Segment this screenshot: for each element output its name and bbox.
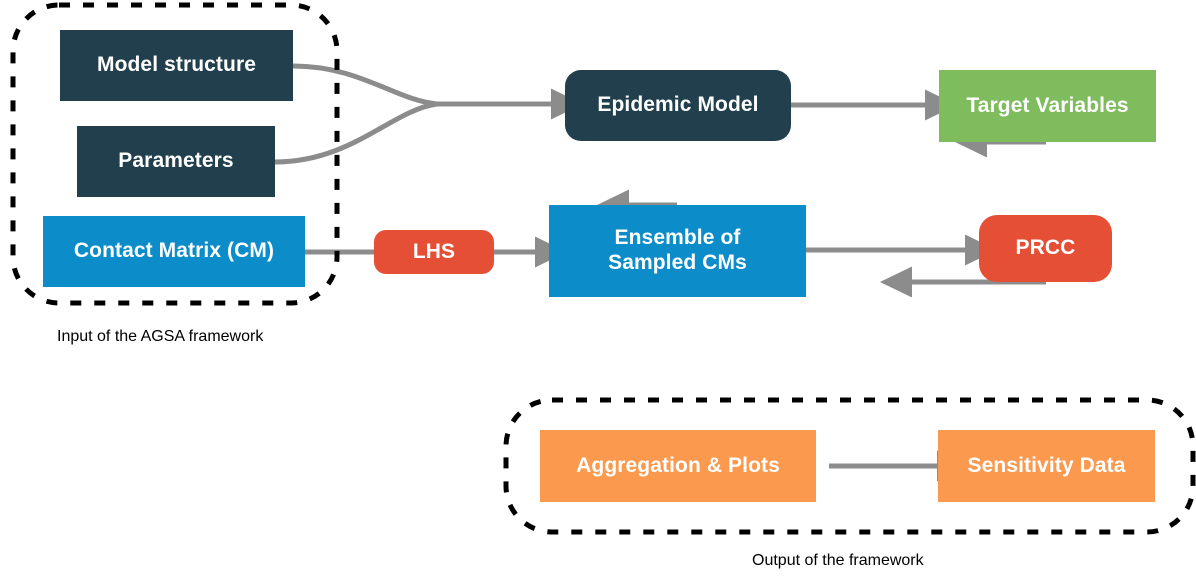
- node-aggregation-plots[interactable]: Aggregation & Plots: [540, 430, 816, 502]
- node-label-model-structure: Model structure: [96, 53, 257, 77]
- node-target-variables[interactable]: Target Variables: [939, 70, 1156, 142]
- node-label-prcc: PRCC: [1015, 236, 1076, 260]
- node-label-aggregation-plots: Aggregation & Plots: [576, 453, 780, 477]
- node-model-structure[interactable]: Model structure: [60, 30, 293, 101]
- node-contact-matrix[interactable]: Contact Matrix (CM): [43, 216, 305, 287]
- edge-model-structure-to-epidemic-model: [290, 63, 440, 107]
- node-label-target-variables: Target Variables: [966, 93, 1129, 117]
- node-label-lhs: LHS: [412, 239, 456, 263]
- node-label-sensitivity-data: Sensitivity Data: [967, 453, 1126, 477]
- node-ensemble-sampled-cms[interactable]: Ensemble of Sampled CMs: [549, 205, 806, 297]
- node-label-parameters: Parameters: [118, 149, 234, 173]
- caption-output-group: Output of the framework: [752, 552, 924, 569]
- edge-parameters-to-epidemic-model: [272, 101, 440, 165]
- node-prcc[interactable]: PRCC: [979, 215, 1112, 282]
- node-sensitivity-data[interactable]: Sensitivity Data: [938, 430, 1155, 502]
- caption-input-group: Input of the AGSA framework: [57, 328, 264, 345]
- node-lhs[interactable]: LHS: [374, 230, 494, 274]
- node-label-epidemic-model: Epidemic Model: [597, 93, 759, 117]
- node-parameters[interactable]: Parameters: [77, 126, 275, 197]
- node-label-ensemble-sampled-cms: Ensemble of Sampled CMs: [608, 226, 747, 274]
- node-epidemic-model[interactable]: Epidemic Model: [565, 70, 791, 141]
- node-label-contact-matrix: Contact Matrix (CM): [73, 239, 275, 263]
